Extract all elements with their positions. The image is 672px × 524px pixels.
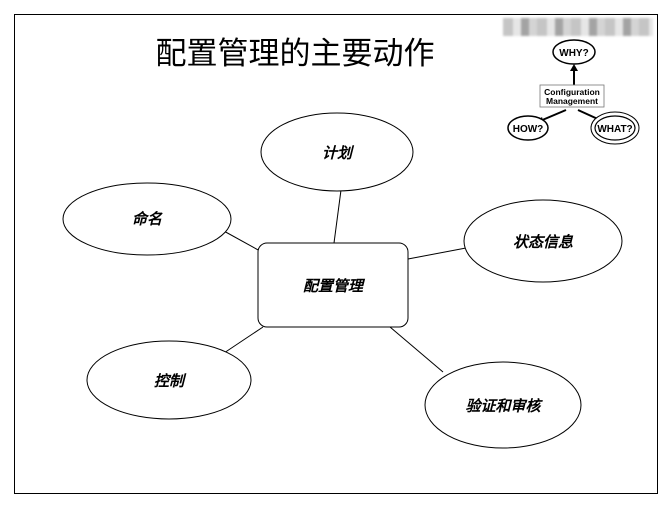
logo-arrowhead-up <box>570 64 578 71</box>
logo-what-label: WHAT? <box>597 124 632 135</box>
connector-naming <box>221 229 261 252</box>
node-verify-label: 验证和审核 <box>465 397 543 415</box>
node-status <box>463 199 623 283</box>
logo-why-label: WHY? <box>559 48 588 59</box>
logo-center-box <box>539 84 605 108</box>
connector-verify <box>389 326 444 373</box>
node-plan <box>260 112 414 192</box>
logo-how-oval <box>507 115 549 141</box>
connector-control <box>223 326 264 354</box>
node-naming <box>62 182 232 256</box>
node-verify <box>424 361 582 449</box>
logo-what-oval-inner <box>594 115 636 141</box>
connector-plan <box>333 189 342 244</box>
center-label: 配置管理 <box>303 277 366 295</box>
node-control <box>86 340 252 420</box>
slide-title: 配置管理的主要动作 <box>155 36 435 72</box>
node-status-label: 状态信息 <box>513 233 574 251</box>
configuration-management-logo: WHY? Configuration Management HOW? WHAT? <box>507 39 640 145</box>
logo-center-line1: Configuration <box>544 87 600 97</box>
logo-center-line2: Management <box>546 96 598 106</box>
node-control-label: 控制 <box>154 372 187 390</box>
node-plan-label: 计划 <box>322 144 355 162</box>
blurred-watermark <box>503 18 653 36</box>
logo-arrow-left <box>539 109 567 122</box>
node-naming-label: 命名 <box>132 210 163 228</box>
connector-status <box>407 247 467 260</box>
center-box <box>257 242 409 328</box>
logo-how-label: HOW? <box>513 124 544 135</box>
